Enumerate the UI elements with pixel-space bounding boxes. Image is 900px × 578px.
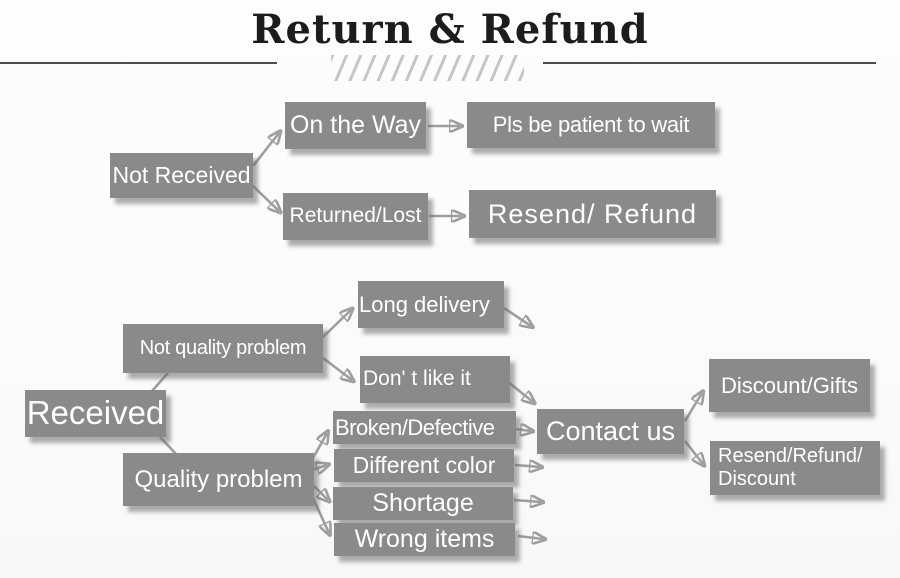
connector-arrow bbox=[252, 185, 279, 211]
node-contact-us: Contact us bbox=[537, 409, 684, 454]
title-rule-left bbox=[0, 62, 277, 64]
node-different-color: Different color bbox=[334, 449, 514, 482]
page-title: Return & Refund bbox=[251, 6, 649, 53]
connector-arrow bbox=[514, 465, 540, 467]
node-pls-be-patient-to-wait: Pls be patient to wait bbox=[467, 102, 715, 148]
node-shortage: Shortage bbox=[333, 487, 513, 520]
node-received: Received bbox=[25, 390, 166, 437]
connector-arrow bbox=[683, 440, 703, 464]
connector-arrow bbox=[311, 483, 328, 500]
title-rule-right bbox=[543, 62, 876, 64]
connector-arrow bbox=[310, 495, 329, 533]
node-dont-like-it: Don' t like it bbox=[360, 356, 510, 403]
connector-line bbox=[151, 372, 169, 392]
node-discount-gifts: Discount/Gifts bbox=[709, 359, 870, 412]
connector-arrow bbox=[311, 465, 327, 470]
connector-arrow bbox=[683, 393, 702, 422]
connector-arrow bbox=[513, 500, 541, 502]
title-hatch-decoration bbox=[331, 55, 524, 81]
node-on-the-way: On the Way bbox=[285, 102, 426, 149]
connector-arrow bbox=[517, 536, 543, 539]
node-wrong-items: Wrong items bbox=[334, 523, 515, 556]
node-broken-defective: Broken/Defective bbox=[333, 411, 516, 444]
node-not-quality-problem: Not quality problem bbox=[123, 324, 323, 373]
connector-arrow bbox=[514, 429, 531, 431]
connector-arrow bbox=[506, 379, 533, 402]
connector-arrow bbox=[503, 306, 531, 326]
connector-line bbox=[159, 436, 177, 455]
node-resend-refund-discount: Resend/Refund/ Discount bbox=[710, 441, 880, 495]
connector-arrow bbox=[310, 433, 327, 461]
connector-arrow bbox=[251, 133, 279, 167]
node-long-delivery: Long delivery bbox=[358, 281, 504, 328]
node-not-received: Not Received bbox=[110, 153, 253, 198]
node-resend-refund: Resend/ Refund bbox=[469, 190, 716, 238]
connector-arrow bbox=[322, 310, 351, 338]
connector-arrow bbox=[322, 356, 352, 380]
node-returned-lost: Returned/Lost bbox=[283, 193, 428, 240]
node-quality-problem: Quality problem bbox=[123, 453, 314, 506]
